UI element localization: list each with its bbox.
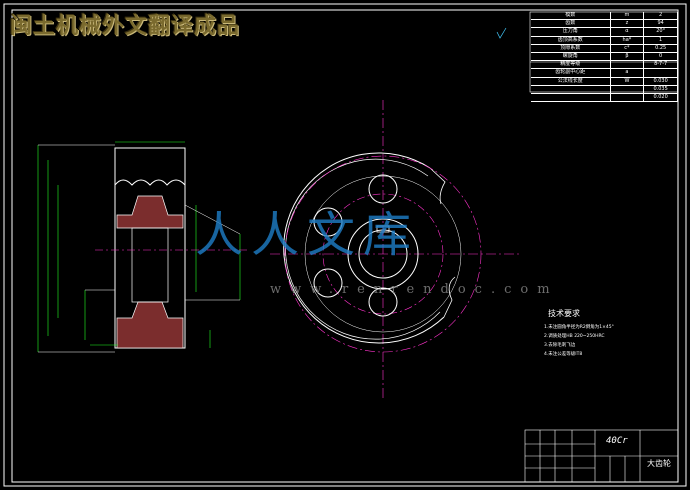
parameter-cell <box>531 85 611 93</box>
parameter-cell: 1 <box>644 36 679 44</box>
parameter-cell <box>611 61 645 69</box>
parameter-cell <box>531 93 611 102</box>
parameter-cell: 2 <box>644 12 679 20</box>
watermark-logo: 人人文库 <box>195 207 420 263</box>
title-block-grid <box>524 429 679 483</box>
tech-req-line: 2.调质处理HB 220~250HRC <box>544 334 605 339</box>
site-banner-title: 闽土机械外文翻译成品 <box>10 14 241 39</box>
parameter-cell: β <box>611 52 645 61</box>
parameter-cell: 齿顶高系数 <box>531 36 611 44</box>
parameter-cell <box>611 93 645 102</box>
parameter-cell: 齿轮副中心距 <box>531 69 611 77</box>
parameter-cell: 公法线长度 <box>531 77 611 85</box>
parameter-row: 精度等级 8-7-7 <box>531 61 679 70</box>
tech-req-line: 1.未注圆角半径为R2倒角为1×45° <box>544 325 614 330</box>
gear-section-view <box>37 141 250 353</box>
parameter-cell <box>611 85 645 93</box>
parameter-cell: 8-7-7 <box>644 61 679 69</box>
drawing-border-outer <box>3 3 687 487</box>
parameter-cell: 压力角 <box>531 28 611 36</box>
parameter-cell: α <box>611 28 645 36</box>
tech-req-line: 4.未注公差等级IT8 <box>544 352 583 357</box>
technical-requirements: 技术要求 1.未注圆角半径为R2倒角为1×45° 2.调质处理HB 220~250… <box>544 308 614 359</box>
roughness-symbol <box>496 27 507 39</box>
part-name-label: 大齿轮 <box>647 459 671 468</box>
parameter-row: 0.020 <box>531 93 679 103</box>
parameter-cell: 0.25 <box>644 44 679 52</box>
parameter-cell: 0 <box>644 52 679 61</box>
parameter-cell: 94 <box>644 20 679 28</box>
parameter-cell: 0.035 <box>644 85 679 93</box>
material-label: 40Cr <box>606 436 628 446</box>
parameter-cell: 20° <box>644 28 679 36</box>
parameter-cell: 0.030 <box>644 77 679 85</box>
parameter-row: 0.035 <box>531 85 679 94</box>
watermark-url: www.renrendoc.com <box>270 282 559 297</box>
parameter-cell: 0.020 <box>644 93 679 102</box>
drawing-border-inner <box>11 9 679 483</box>
parameter-table-grid <box>529 11 679 93</box>
parameter-cell: a <box>611 69 645 77</box>
parameter-cell: 顶隙系数 <box>531 44 611 52</box>
parameter-cell: z <box>611 20 645 28</box>
parameter-cell: 齿数 <box>531 20 611 28</box>
parameter-cell: m <box>611 12 645 20</box>
parameter-cell: c* <box>611 44 645 52</box>
parameter-cell: ha* <box>611 36 645 44</box>
parameter-cell: 螺旋角 <box>531 52 611 61</box>
tech-req-title: 技术要求 <box>548 309 580 318</box>
parameter-cell: W <box>611 77 645 85</box>
parameter-cell: 精度等级 <box>531 61 611 69</box>
tech-req-line: 3.去除毛刺飞边 <box>544 343 576 348</box>
gear-front-view <box>270 100 520 400</box>
parameter-cell <box>644 69 679 77</box>
parameter-cell: 模数 <box>531 12 611 20</box>
